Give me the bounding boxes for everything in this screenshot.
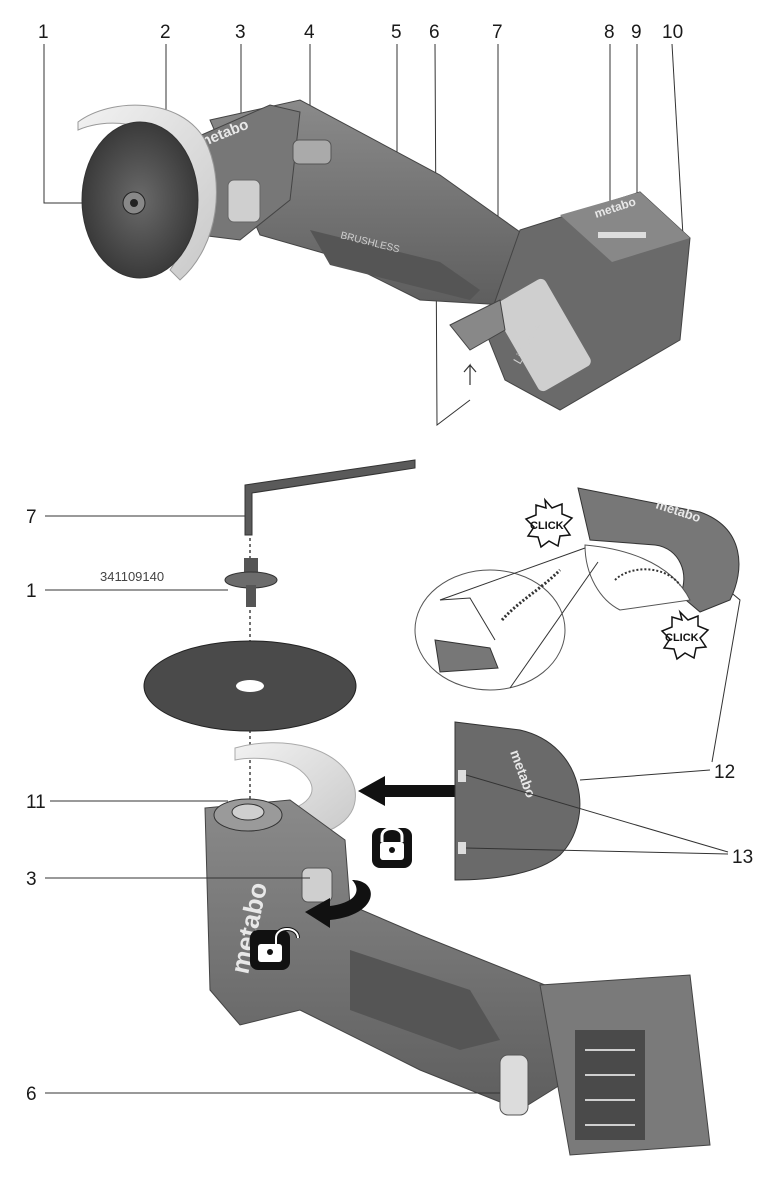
clamping-nut-1 [224, 558, 278, 607]
spindle-lock-3 [227, 179, 261, 223]
callout-9: 9 [631, 22, 642, 43]
grinder-assembled: BRUSHLESS metabo metabo Li-Power [77, 99, 691, 411]
callout-5: 5 [391, 22, 402, 43]
click-label-top: CLICK [530, 520, 564, 532]
callout-2: 2 [160, 22, 171, 43]
callout-8: 8 [604, 22, 615, 43]
callout-7: 7 [492, 22, 503, 43]
callout-1: 1 [38, 22, 49, 43]
switch-button-4 [292, 139, 332, 165]
callout-bottom-3: 3 [26, 869, 37, 890]
push-arrow-icon [358, 776, 455, 806]
callout-bottom-11: 11 [26, 792, 46, 813]
callout-3: 3 [235, 22, 246, 43]
callout-bottom-1: 1 [26, 581, 37, 602]
charge-indicator-8 [598, 232, 646, 238]
battery-release-7 [449, 299, 506, 351]
callout-bottom-12: 12 [714, 762, 735, 783]
part-number-label: 341109140 [100, 569, 164, 584]
hex-key-7 [244, 459, 416, 536]
callout-bottom-7: 7 [26, 507, 37, 528]
callout-10: 10 [662, 22, 683, 43]
lock-icon [372, 827, 412, 868]
top-callout-labels: 1 2 3 4 5 6 7 8 9 10 [38, 22, 683, 43]
callout-4: 4 [304, 22, 315, 43]
rotate-arrow-icon [305, 880, 371, 928]
unlock-icon [250, 927, 300, 970]
guard-insert-part: metabo [454, 721, 581, 881]
callout-bottom-6: 6 [26, 1084, 37, 1105]
click-label-bottom: CLICK [665, 632, 699, 644]
guard-detail-view: metabo CLICK CLICK [414, 487, 740, 691]
callout-bottom-13: 13 [732, 847, 753, 868]
callout-6: 6 [429, 22, 440, 43]
